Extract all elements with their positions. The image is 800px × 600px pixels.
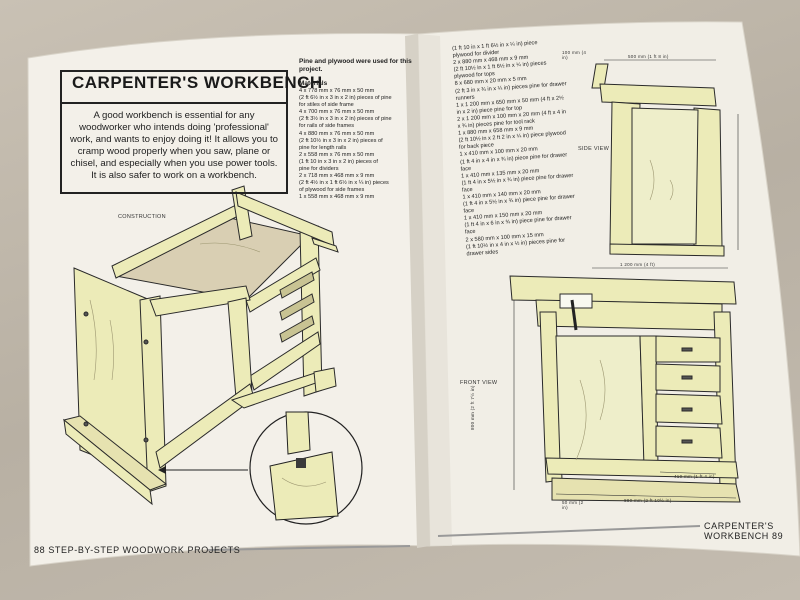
material-line: pine for length rails bbox=[299, 144, 347, 151]
footer-right: CARPENTER'S WORKBENCH 89 bbox=[704, 521, 800, 541]
page-number-left: 88 bbox=[34, 545, 46, 555]
dim-front-drawers: 410 mm (1 ft 4 in) bbox=[674, 474, 715, 479]
materials-heading: Pine and plywood were used for this proj… bbox=[299, 58, 412, 73]
material-line: (2 ft 3½ in x 3 in x 2 in) pieces of pin… bbox=[299, 116, 392, 123]
material-line: for stiles of side frame bbox=[299, 102, 354, 109]
dim-front-base: 880 mm (2 ft 10½ in) bbox=[624, 498, 672, 503]
construction-drawing bbox=[62, 185, 339, 506]
footer-right-title: CARPENTER'S WORKBENCH bbox=[704, 521, 774, 541]
footer-left-title: STEP-BY-STEP WOODWORK PROJECTS bbox=[48, 545, 241, 555]
dim-front-height: 800 mm (2 ft 7½ in) bbox=[470, 385, 475, 430]
material-line: 4 x 880 mm x 76 mm x 50 mm bbox=[299, 130, 375, 137]
material-line: (2 ft 10½ in x 3 in x 2 in) pieces of bbox=[299, 137, 383, 144]
side-view-drawing bbox=[591, 63, 725, 257]
material-line: pine for dividers bbox=[299, 166, 339, 173]
page-number-right: 89 bbox=[772, 531, 784, 541]
material-line: of plywood for side frames bbox=[299, 187, 365, 194]
materials-list-right: (1 ft 10 in x 1 ft 6½ in x ¼ in) piece p… bbox=[452, 38, 579, 258]
construction-label: CONSTRUCTION bbox=[118, 214, 166, 220]
intro-paragraph: A good workbench is essential for any wo… bbox=[60, 102, 288, 194]
front-view-drawing bbox=[509, 275, 741, 503]
materials-label: Materials bbox=[299, 80, 328, 87]
materials-list-left: 4 x 778 mm x 76 mm x 50 mm (2 ft 6½ in x… bbox=[299, 88, 419, 202]
footer-left: 88 STEP-BY-STEP WOODWORK PROJECTS bbox=[34, 545, 240, 555]
material-line: for rails of side frames bbox=[299, 123, 355, 130]
dim-front-width: 1 200 mm (4 ft) bbox=[620, 262, 656, 267]
joint-detail-circle bbox=[249, 411, 363, 525]
material-line: (2 ft 6½ in x 3 in x 2 in) pieces of pin… bbox=[299, 95, 392, 102]
material-line: (2 ft 4½ in x 1 ft 6½ in x ¼ in) pieces bbox=[299, 180, 389, 187]
title-box bbox=[60, 70, 288, 102]
material-line: 1 x 558 mm x 468 mm x 9 mm bbox=[299, 194, 375, 201]
front-view-label: FRONT VIEW bbox=[460, 380, 498, 386]
side-view-label: SIDE VIEW bbox=[578, 146, 610, 152]
material-line: (1 ft 10 in x 3 in x 2 in) pieces of bbox=[299, 158, 378, 165]
material-line: 2 x 718 mm x 468 mm x 9 mm bbox=[299, 173, 375, 180]
page-title: CARPENTER'S WORKBENCH bbox=[72, 73, 323, 92]
material-line: 4 x 700 mm x 76 mm x 50 mm bbox=[299, 109, 375, 116]
dim-side-corner: 100 mm (4 in) bbox=[562, 50, 587, 60]
material-line: 4 x 778 mm x 76 mm x 50 mm bbox=[299, 88, 375, 94]
dim-front-leg: 50 mm (2 in) bbox=[562, 500, 584, 510]
dim-side-top: 500 mm (1 ft 8 in) bbox=[628, 54, 669, 59]
material-line: 2 x 558 mm x 76 mm x 50 mm bbox=[299, 151, 375, 158]
